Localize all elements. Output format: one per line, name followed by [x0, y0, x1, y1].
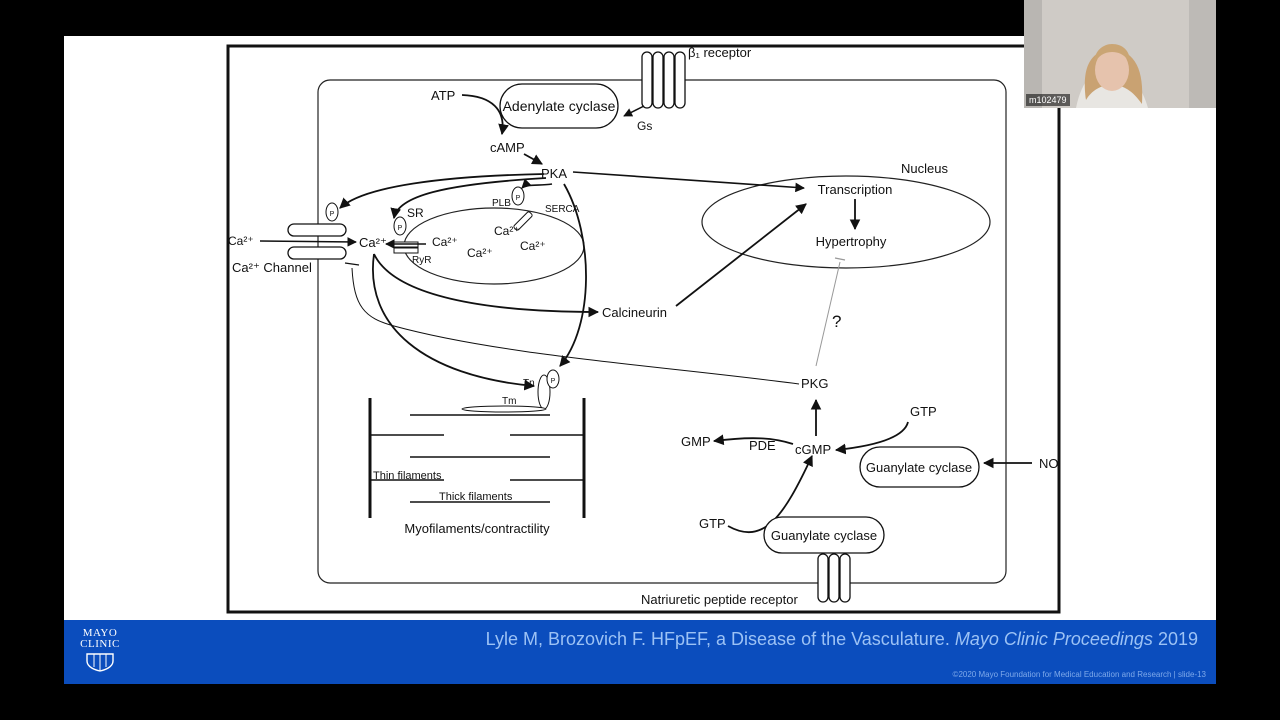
cgmp-label: cGMP [795, 442, 831, 457]
slide-canvas: β₁ receptor Adenylate cyclase Gs ATP cAM… [64, 36, 1216, 684]
ca-channel-label: Ca²⁺ Channel [232, 260, 312, 275]
ryr-label: RyR [412, 255, 431, 266]
tropomyosin [461, 405, 547, 413]
inhibition-bar [344, 262, 360, 266]
nucleus [701, 175, 991, 269]
gs-label: Gs [637, 119, 652, 133]
tn-p-label: P [551, 378, 556, 385]
sr-ca-1: Ca²⁺ [494, 224, 520, 238]
gmp-label: GMP [681, 434, 711, 449]
participant-video-feed [1024, 0, 1216, 108]
cytosolic-ca-label: Ca²⁺ [359, 235, 387, 250]
pka-to-plb-arrow [521, 178, 553, 189]
particulate-guanylate-cyclase-box [763, 516, 885, 554]
citation-year: 2019 [1157, 629, 1198, 649]
gtp-to-cgmp-arrow-1 [834, 421, 909, 455]
pka-to-tn-arrow [559, 183, 587, 367]
gtp-label-1: GTP [910, 404, 937, 419]
nucleus-label: Nucleus [901, 161, 948, 176]
calcineurin-to-transcription-arrow [675, 203, 807, 307]
ca-channel-upper [287, 223, 347, 237]
copyright-notice: ©2020 Mayo Foundation for Medical Educat… [952, 670, 1206, 679]
pka-to-transcription-arrow [572, 171, 805, 193]
cgmp-to-gmp-arrow [712, 434, 794, 446]
sr-label: SR [407, 206, 424, 220]
logo-line-2: CLINIC [80, 638, 120, 650]
sr-ca-3: Ca²⁺ [467, 246, 493, 260]
tm-label: Tm [502, 396, 516, 407]
gs-arrow [623, 105, 645, 117]
ca-influx-arrow [259, 237, 357, 247]
citation: Lyle M, Brozovich F. HFpEF, a Disease of… [486, 629, 1198, 650]
figure-border [226, 44, 1061, 614]
participant-name-label: m102479 [1026, 94, 1070, 106]
mayo-clinic-logo: MAYO CLINIC [78, 628, 122, 672]
ca-to-tn-arrow [372, 253, 536, 391]
cell-membrane [317, 79, 1007, 584]
serca-pump [513, 211, 533, 231]
channel-phospho [325, 202, 339, 222]
thick-filaments-label: Thick filaments [439, 491, 513, 503]
citation-journal: Mayo Clinic Proceedings [954, 629, 1153, 649]
adenylate-cyclase-box [499, 83, 619, 129]
gtp-label-2: GTP [699, 516, 726, 531]
ryr-channel-bottom [393, 247, 419, 254]
natriuretic-peptide-receptor [817, 553, 851, 603]
participant-video-tile[interactable]: m102479 [1024, 0, 1216, 108]
tn-label: Tn [523, 378, 535, 389]
transcription-label: Transcription [818, 182, 893, 197]
beta1-receptor-label: β₁ receptor [688, 45, 752, 60]
soluble-guanylate-cyclase-box [859, 446, 980, 488]
pka-to-ryr-arrow [390, 177, 547, 220]
no-label: NO [1039, 456, 1059, 471]
adenylate-cyclase-label: Adenylate cyclase [503, 98, 616, 114]
natriuretic-receptor-label: Natriuretic peptide receptor [641, 592, 798, 607]
ryr-p-label: P [398, 225, 403, 232]
unknown-mechanism-label: ? [832, 312, 841, 331]
pde-label: PDE [749, 438, 776, 453]
plb-p-label: P [516, 195, 521, 202]
soluble-guanylate-cyclase-label: Guanylate cyclase [866, 460, 972, 475]
slide-footer: MAYO CLINIC Lyle M, Brozovich F. HFpEF, … [64, 620, 1216, 684]
plb-phospho [511, 186, 525, 206]
myofilament-lattice [368, 398, 586, 518]
ca-channel-lower [287, 246, 347, 260]
channel-p-label: P [330, 211, 335, 218]
plb-label: PLB [492, 198, 511, 209]
particulate-guanylate-cyclase-label: Guanylate cyclase [771, 528, 877, 543]
atp-to-camp-arrow [461, 94, 509, 136]
shield-icon [86, 653, 114, 672]
logo-line-1: MAYO [82, 627, 118, 639]
pka-to-channel-arrow [339, 173, 545, 209]
sr-ca-4: Ca²⁺ [520, 239, 546, 253]
camp-to-pka-arrow [523, 153, 543, 165]
camp-label: cAMP [490, 140, 525, 155]
sarcoplasmic-reticulum [403, 207, 585, 285]
calcineurin-label: Calcineurin [602, 305, 667, 320]
hypertrophy-inhibition-bar [834, 257, 846, 261]
atp-label: ATP [431, 88, 455, 103]
extracellular-ca-label: Ca²⁺ [228, 234, 254, 248]
serca-label: SERCA [545, 204, 580, 215]
pkg-to-hypertrophy-line [815, 261, 841, 367]
ca-to-calcineurin-arrow [373, 253, 600, 318]
signaling-pathway-diagram: β₁ receptor Adenylate cyclase Gs ATP cAM… [226, 44, 1061, 614]
thin-filaments-label: Thin filaments [373, 470, 442, 482]
pkg-label: PKG [801, 376, 828, 391]
beta1-receptor [641, 51, 686, 109]
sr-ca-2: Ca²⁺ [432, 235, 458, 249]
hypertrophy-label: Hypertrophy [816, 234, 887, 249]
pka-label: PKA [541, 166, 567, 181]
pkg-inhibits-channel-line [351, 267, 800, 385]
tn-phospho [546, 369, 560, 389]
citation-authors: Lyle M, Brozovich F. HFpEF, a Disease of… [485, 629, 950, 649]
myofilaments-label: Myofilaments/contractility [404, 521, 550, 536]
